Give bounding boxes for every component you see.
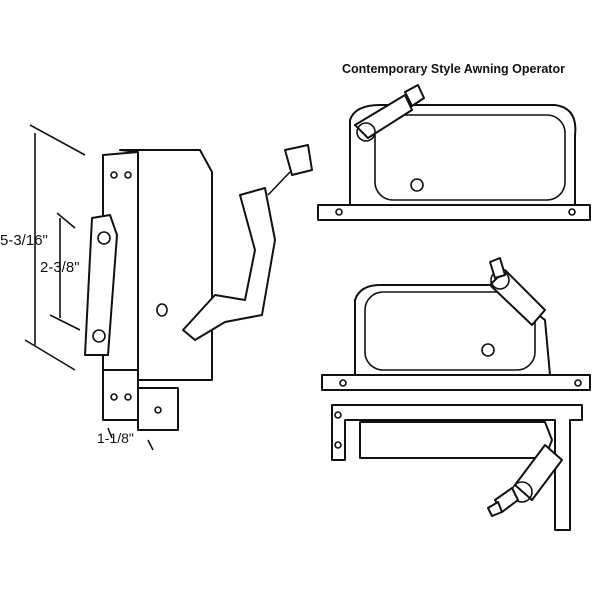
- dimension-overall-height: 5-3/16": [0, 232, 48, 249]
- dimension-base-width: 1-1/8": [97, 430, 134, 446]
- operator-view-bottom: [331, 404, 583, 531]
- dimension-lines: [24, 124, 154, 451]
- operator-view-middle: [321, 257, 591, 391]
- operator-view-top: [317, 84, 591, 221]
- product-title: Contemporary Style Awning Operator: [342, 62, 565, 76]
- operator-side-view: [84, 144, 313, 431]
- dimension-link-length: 2-3/8": [40, 259, 80, 276]
